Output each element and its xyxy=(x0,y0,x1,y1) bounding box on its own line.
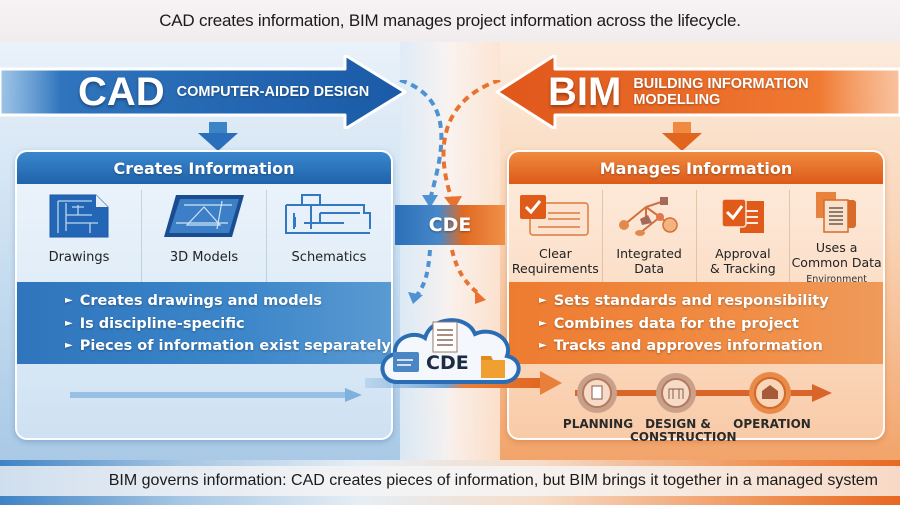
bim-item-common-data-environment: Uses a Common Data Environment xyxy=(790,190,883,285)
bim-abbr: BIM xyxy=(548,69,622,114)
cad-icon-row: Drawings 3D Models xyxy=(17,184,391,282)
cde-band-label: CDE xyxy=(428,214,472,236)
footer-summary-bold: BIM governs information: xyxy=(108,472,287,489)
bim-panel-title: Manages Information xyxy=(509,152,883,184)
phase-design-construction: DESIGN & CONSTRUCTION xyxy=(630,417,737,444)
schematic-diagram-icon xyxy=(285,194,371,234)
operation-gear-icon xyxy=(749,372,791,414)
triangle-bullet-icon: ► xyxy=(65,295,73,306)
cde-band: CDE xyxy=(395,205,505,245)
tagline-text: CAD creates information, BIM manages pro… xyxy=(159,11,741,30)
cad-flow-line xyxy=(70,392,350,398)
bim-item-label: Clear Requirements xyxy=(511,246,599,276)
bim-item-label: Approval & Tracking xyxy=(709,246,776,276)
floor-plan-drawing-icon xyxy=(49,194,109,238)
cde-cloud-label: CDE xyxy=(426,352,469,374)
cad-panel: Creates Information Drawings xyxy=(15,150,393,440)
lifecycle-arrowhead-icon xyxy=(812,384,832,402)
bim-full-name-line1: BUILDING INFORMATION xyxy=(633,76,809,92)
3d-model-tablet-icon xyxy=(164,195,244,237)
approval-check-icon xyxy=(721,198,764,233)
cad-full-name: COMPUTER-AIDED DESIGN xyxy=(176,84,370,100)
cad-title: CAD COMPUTER-AIDED DESIGN xyxy=(78,63,369,121)
bim-item-integrated-data: Integrated Data xyxy=(603,190,697,282)
bim-down-arrow-icon xyxy=(662,122,702,151)
triangle-bullet-icon: ► xyxy=(539,317,547,329)
cad-bullet: ►Pieces of information exist separately xyxy=(65,335,391,358)
triangle-bullet-icon: ► xyxy=(65,340,73,351)
cad-flow-arrowhead-icon xyxy=(345,388,362,402)
bim-item-label: Integrated Data xyxy=(616,246,682,276)
checklist-requirements-icon xyxy=(520,195,590,236)
cad-item-3d-models: 3D Models xyxy=(142,190,267,282)
bim-title: BIM BUILDING INFORMATION MODELLING xyxy=(548,63,809,121)
shared-documents-icon xyxy=(815,192,856,233)
center-background xyxy=(400,42,500,460)
planning-gear-icon xyxy=(577,373,617,413)
cad-item-label: Schematics xyxy=(291,250,367,265)
cde-cloud-icon xyxy=(380,318,521,384)
bim-full-name-line2: MODELLING xyxy=(633,92,721,108)
bim-full-name: BUILDING INFORMATION MODELLING xyxy=(633,76,808,108)
cad-bullet: ►Creates drawings and models xyxy=(65,290,391,313)
bim-item-clear-requirements: Clear Requirements xyxy=(509,190,603,282)
bim-bullet: ►Sets standards and responsibility xyxy=(539,290,883,313)
cad-item-label: Drawings xyxy=(48,250,110,265)
cad-bullet-list: ►Creates drawings and models ►Is discipl… xyxy=(17,282,391,364)
bim-item-approval-tracking: Approval & Tracking xyxy=(697,190,791,282)
dashed-arrowhead-icon xyxy=(422,195,438,208)
bim-item-label: Uses a Common Data Environment xyxy=(791,240,882,285)
bim-icon-row: Clear Requirements Integrated Data xyxy=(509,184,883,285)
triangle-bullet-icon: ► xyxy=(65,317,73,329)
bim-bullet: ►Tracks and approves information xyxy=(539,335,883,358)
cad-down-arrow-icon xyxy=(198,122,238,151)
cad-abbr: CAD xyxy=(78,69,165,114)
network-nodes-icon xyxy=(619,197,678,236)
footer-summary-rest: CAD creates pieces of information, but B… xyxy=(286,472,878,489)
cad-bullet: ►Is discipline-specific xyxy=(65,313,391,336)
top-tagline-banner: CAD creates information, BIM manages pro… xyxy=(0,0,900,42)
bim-bullet-list: ►Sets standards and responsibility ►Comb… xyxy=(509,282,883,364)
bim-left-arrow xyxy=(495,55,900,129)
cad-item-drawings: Drawings xyxy=(17,190,142,282)
cad-right-arrow xyxy=(0,55,407,129)
triangle-bullet-icon: ► xyxy=(539,295,547,306)
phase-planning: PLANNING xyxy=(562,417,634,431)
cad-item-label: 3D Models xyxy=(169,250,239,265)
folder-orange-icon xyxy=(481,360,505,378)
footer-summary: BIM governs information: CAD creates pie… xyxy=(0,466,900,496)
crossing-dashed-arrows xyxy=(399,80,501,304)
cad-item-schematics: Schematics xyxy=(267,190,391,282)
triangle-bullet-icon: ► xyxy=(539,340,547,351)
document-icon xyxy=(432,321,458,353)
design-construction-gear-icon xyxy=(656,373,696,413)
cde-flow-arrowhead-icon xyxy=(540,371,562,395)
cad-panel-title: Creates Information xyxy=(17,152,391,184)
bim-bullet: ►Combines data for the project xyxy=(539,313,883,336)
folder-blue-icon xyxy=(393,352,419,372)
phase-operation: OPERATION xyxy=(733,417,811,431)
